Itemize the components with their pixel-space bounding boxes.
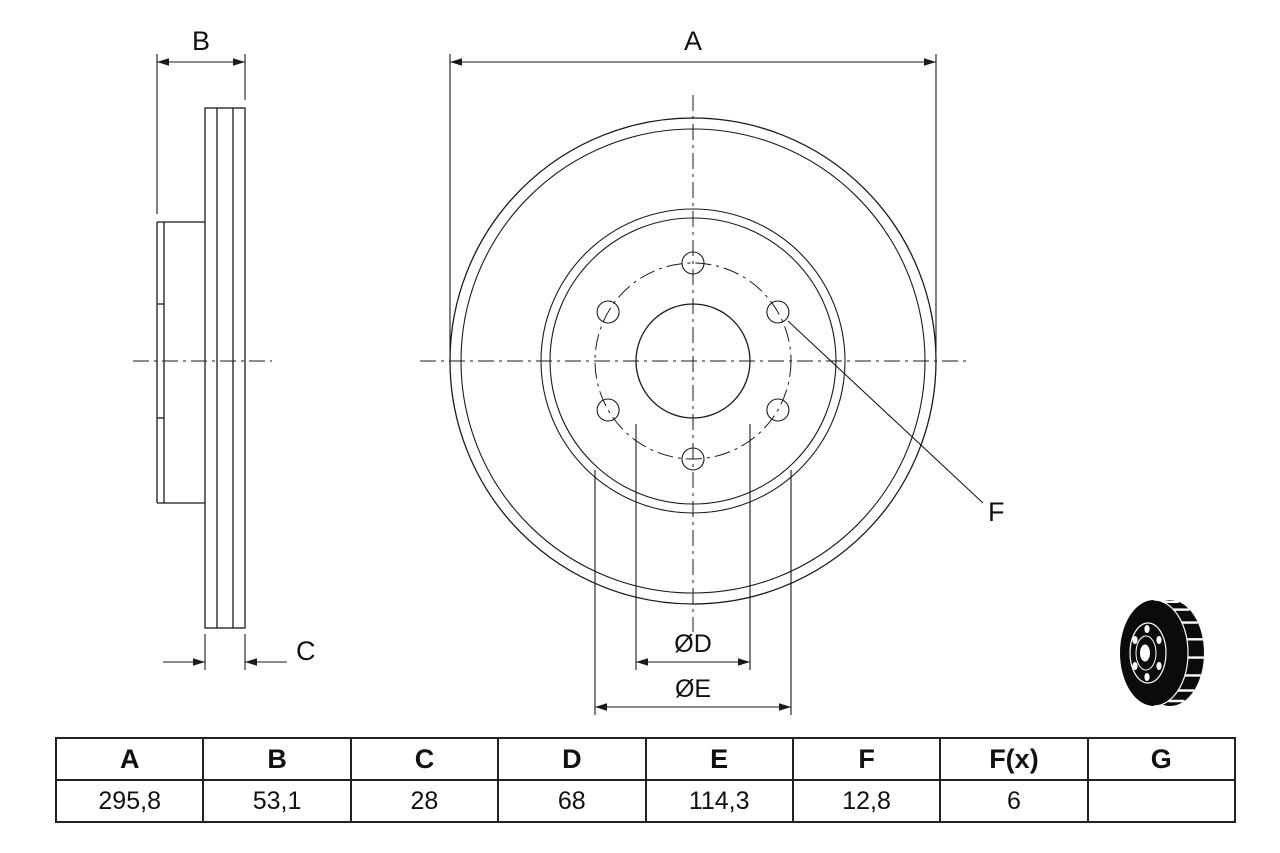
icon-bolt-holes bbox=[1132, 625, 1162, 681]
bolt-hole bbox=[766, 398, 790, 422]
spec-header-a: A bbox=[54, 737, 205, 781]
spec-header-f: F bbox=[791, 737, 942, 781]
hub-ring-inner bbox=[1135, 635, 1157, 671]
dimension-d-diameter: ØD bbox=[635, 424, 751, 670]
vent-slots bbox=[1162, 600, 1204, 703]
hub-ring-outer bbox=[1129, 622, 1167, 684]
spec-header-g: G bbox=[1086, 737, 1237, 781]
bolt-hole bbox=[596, 398, 620, 422]
spec-value-b: 53,1 bbox=[202, 779, 352, 823]
friction-ring-outline bbox=[204, 107, 246, 629]
dimension-c: C bbox=[163, 634, 316, 670]
spec-table-value-row: 295,8 53,1 28 68 114,3 12,8 6 bbox=[54, 779, 1237, 823]
side-view-section bbox=[133, 107, 272, 629]
spec-header-e: E bbox=[644, 737, 794, 781]
dimension-e-diameter: ØE bbox=[594, 470, 792, 715]
spec-value-f: 12,8 bbox=[791, 779, 942, 823]
spec-header-c: C bbox=[349, 737, 500, 781]
brake-disc-3d-icon bbox=[1120, 599, 1204, 707]
spec-value-c: 28 bbox=[349, 779, 500, 823]
dimension-a: A bbox=[449, 26, 937, 352]
spec-table-header-row: A B C D E F F(x) G bbox=[54, 737, 1237, 781]
spec-table: A B C D E F F(x) G 295,8 53,1 28 68 114,… bbox=[54, 737, 1237, 823]
spec-value-a: 295,8 bbox=[54, 779, 205, 823]
dimension-b: B bbox=[156, 26, 246, 214]
dim-label-c: C bbox=[296, 636, 316, 666]
front-view bbox=[420, 95, 968, 632]
spec-value-d: 68 bbox=[497, 779, 647, 823]
spec-header-d: D bbox=[497, 737, 647, 781]
center-bore bbox=[1140, 644, 1150, 662]
spec-header-b: B bbox=[202, 737, 352, 781]
spec-value-fx: 6 bbox=[939, 779, 1089, 823]
spec-header-fx: F(x) bbox=[939, 737, 1089, 781]
dim-label-f: F bbox=[988, 497, 1005, 527]
spec-value-e: 114,3 bbox=[644, 779, 794, 823]
dim-label-b: B bbox=[192, 26, 210, 56]
dim-label-a: A bbox=[684, 26, 702, 56]
bolt-hole bbox=[766, 300, 790, 324]
dim-label-d-diameter: ØD bbox=[674, 630, 712, 658]
leader-f: F bbox=[787, 320, 1005, 527]
spec-value-g bbox=[1086, 779, 1237, 823]
bolt-hole bbox=[596, 300, 620, 324]
dim-label-e-diameter: ØE bbox=[675, 675, 711, 703]
